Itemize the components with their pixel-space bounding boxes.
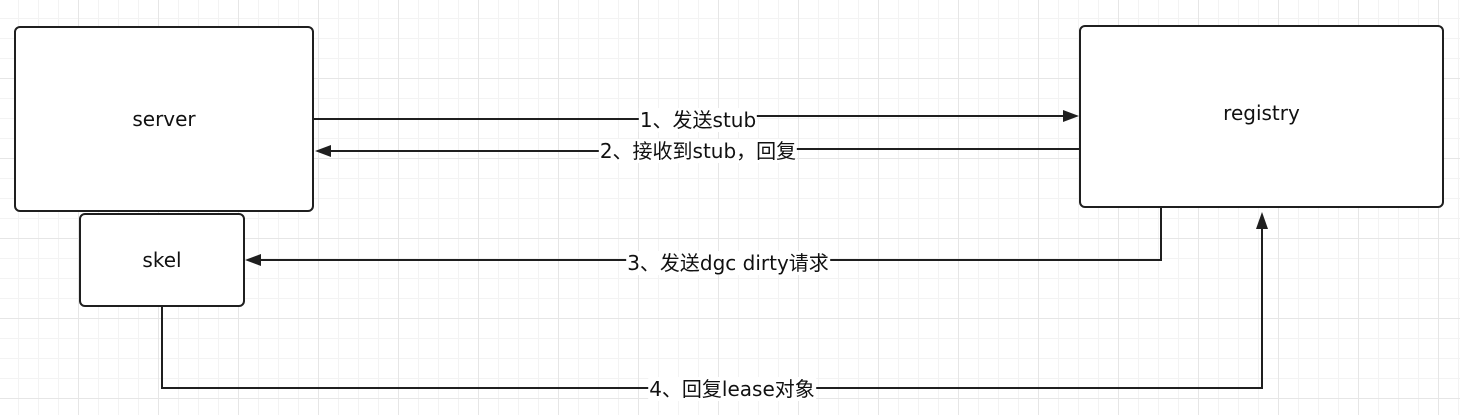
edge-dgc-dirty-line xyxy=(261,208,1162,261)
edge-dgc-dirty-label: 3、发送dgc dirty请求 xyxy=(626,251,830,275)
skel-node[interactable]: skel xyxy=(79,213,245,307)
edge-send-stub-arrowhead xyxy=(1063,110,1079,122)
server-node[interactable]: server xyxy=(14,26,314,212)
edge-dgc-dirty-arrowhead xyxy=(245,254,261,266)
edge-lease-reply xyxy=(161,212,1268,389)
registry-label: registry xyxy=(1223,100,1300,125)
edge-receive-stub-reply-arrowhead xyxy=(315,145,331,157)
edge-lease-reply-arrowhead xyxy=(1256,212,1268,229)
skel-label: skel xyxy=(142,248,182,272)
server-label: server xyxy=(132,107,196,131)
edge-receive-stub-reply-label: 2、接收到stub，回复 xyxy=(598,139,798,163)
edge-send-stub-label: 1、发送stub xyxy=(638,108,758,132)
edge-lease-reply-label: 4、回复lease对象 xyxy=(648,377,816,401)
registry-node[interactable]: registry xyxy=(1079,25,1444,208)
edge-dgc-dirty xyxy=(245,208,1162,266)
